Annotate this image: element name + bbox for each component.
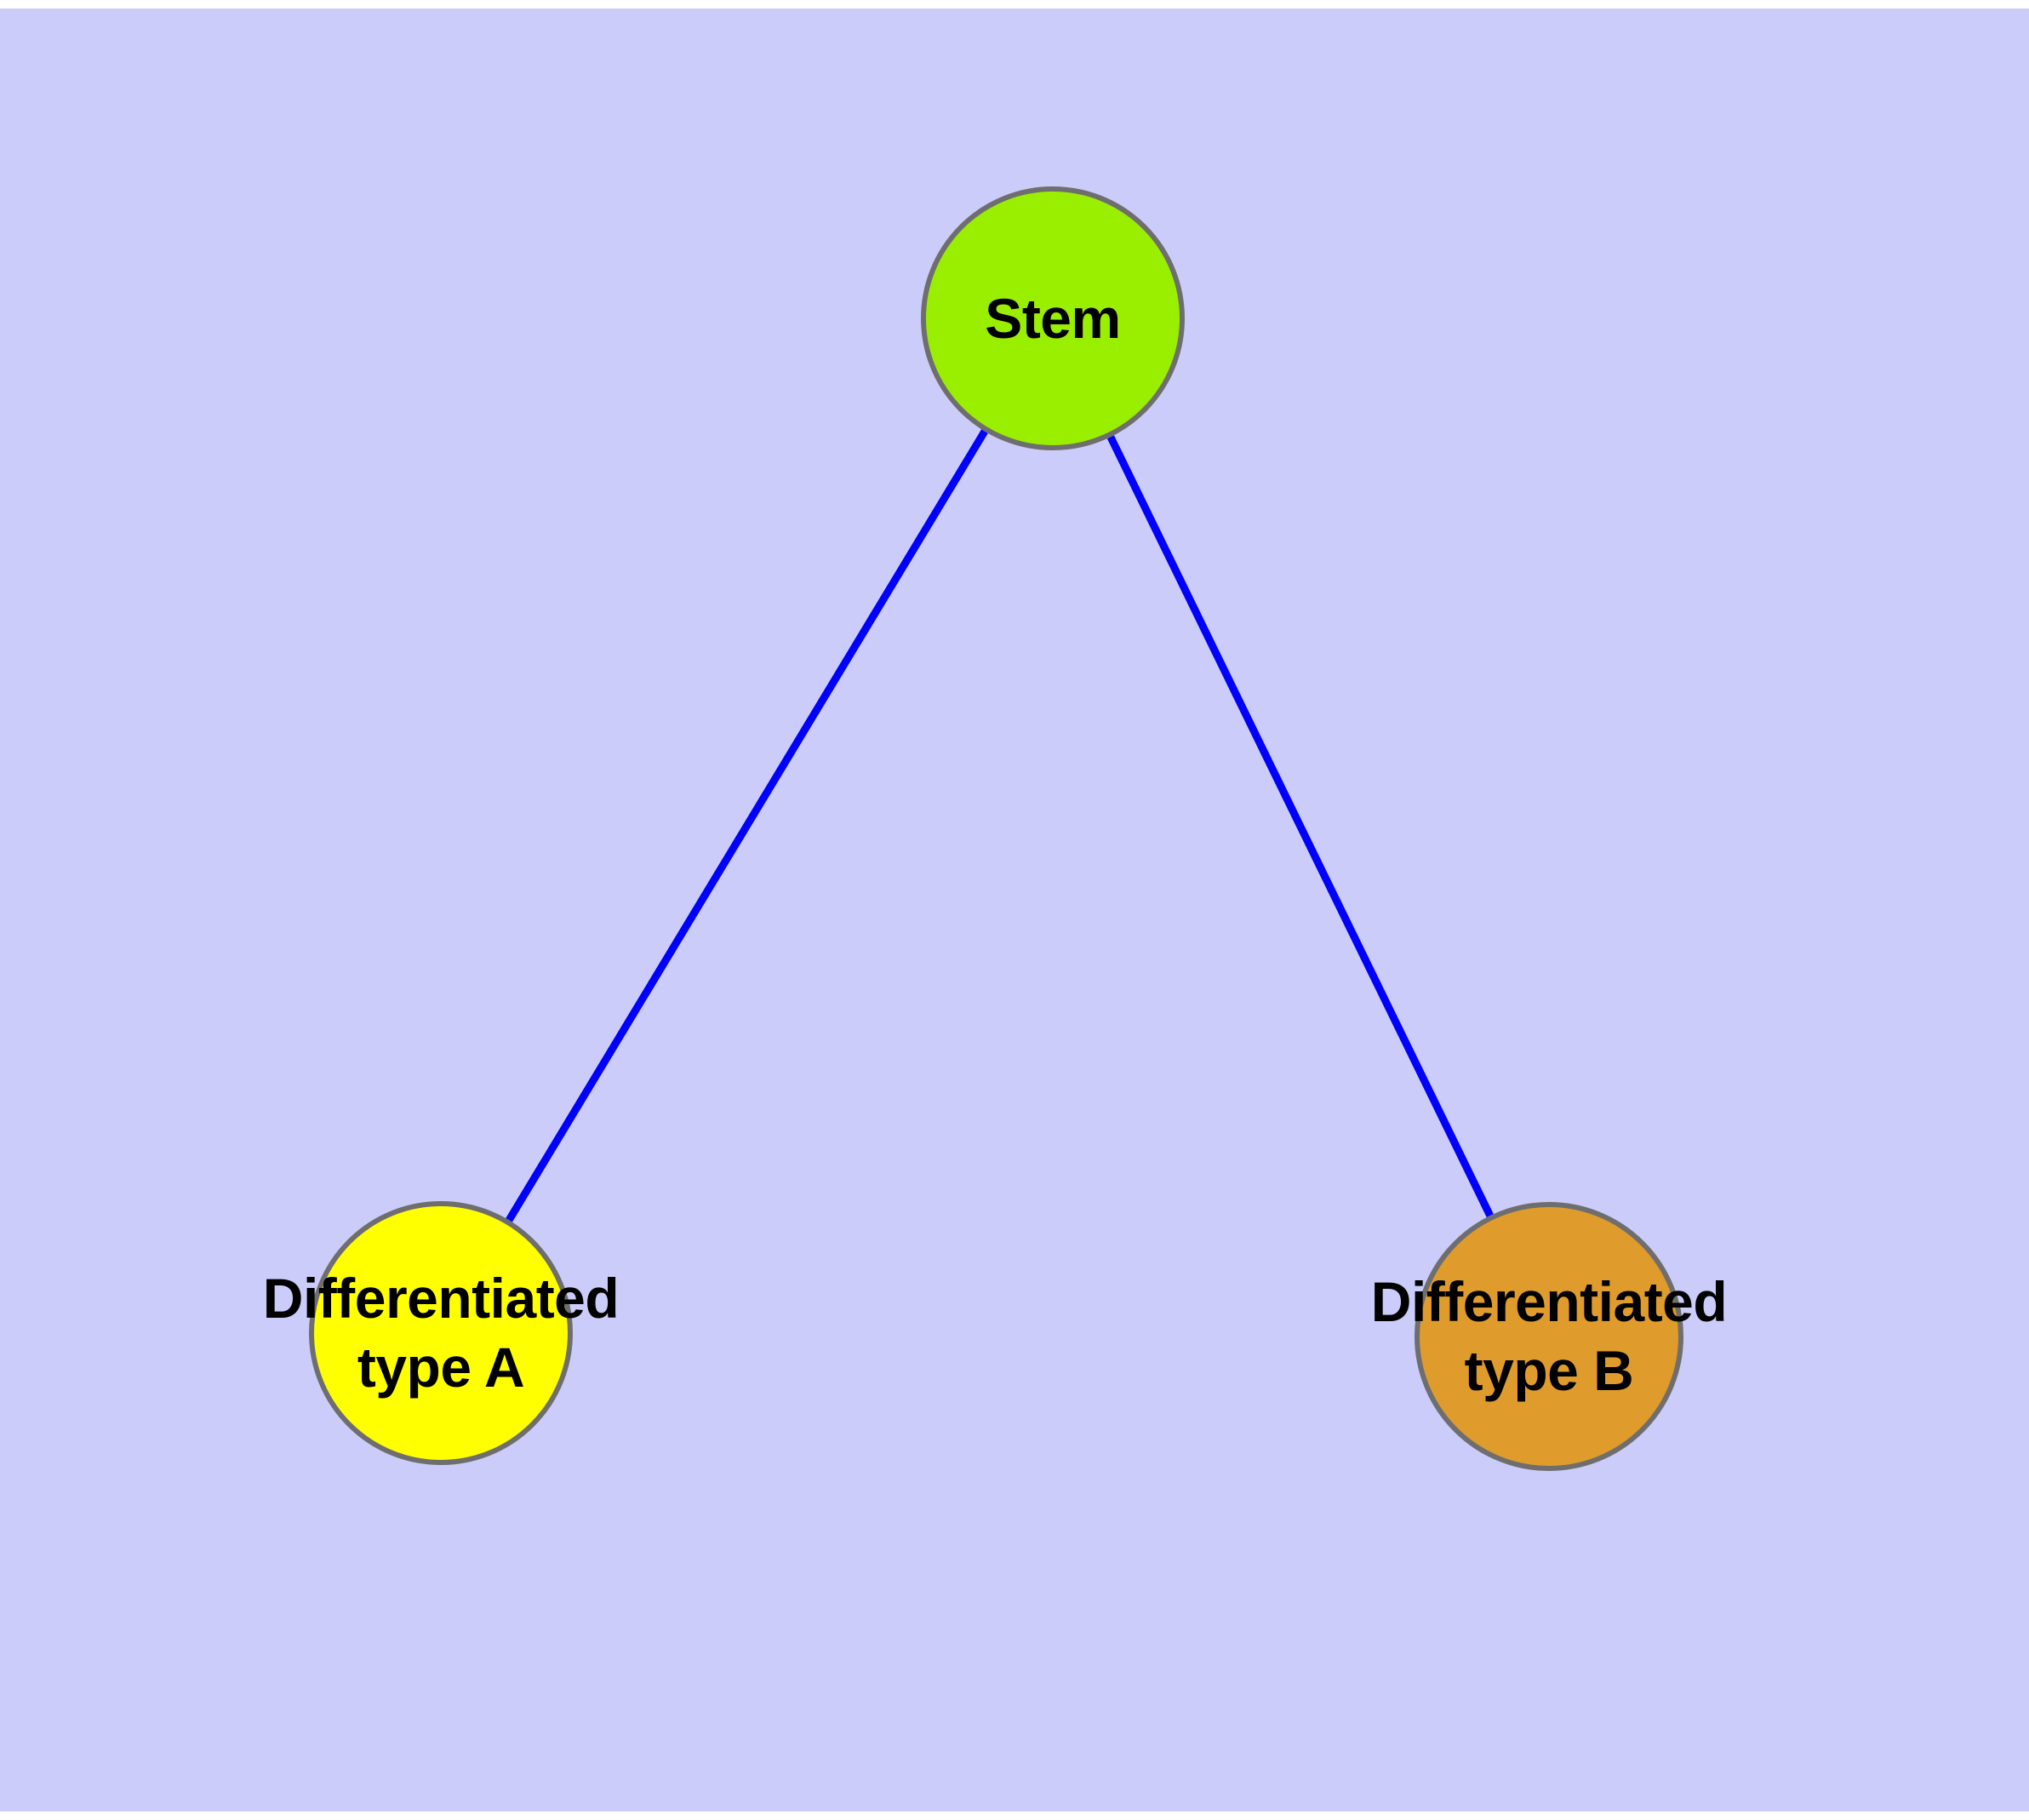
graph-edge-stem-diff_b — [1106, 435, 1494, 1217]
graph-node-stem[interactable] — [921, 186, 1185, 450]
graph-node-diff_a[interactable] — [309, 1201, 573, 1465]
graph-edge-stem-diff_a — [506, 429, 988, 1222]
graph-node-diff_b[interactable] — [1415, 1202, 1683, 1471]
edges-layer — [506, 429, 1494, 1222]
nodes-layer — [309, 186, 1683, 1471]
